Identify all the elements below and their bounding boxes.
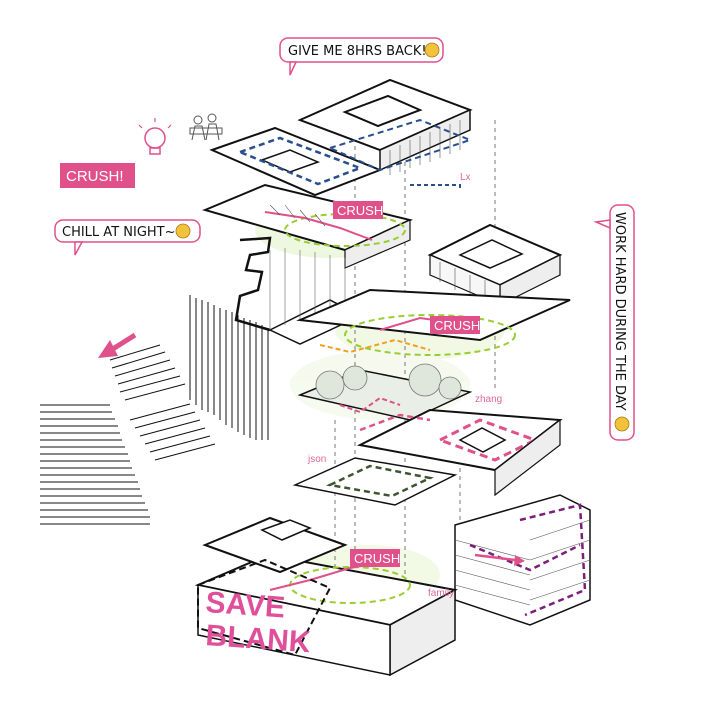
bubble-chill-at-night: CHILL AT NIGHT~ <box>54 219 201 256</box>
courtyard-level <box>297 363 473 421</box>
bubble-work-hard: WORK HARD DURING THE DAY <box>593 204 635 441</box>
bubble-text-top: GIVE ME 8HRS BACK!!! <box>288 44 437 59</box>
floor-pink-loop <box>356 408 563 497</box>
crush-tag-1-label: CRUSH <box>337 203 383 218</box>
hatched-plane-diagonal <box>109 344 216 461</box>
save-blank-line2: BLANK <box>205 619 312 659</box>
floor-dark-loop <box>292 457 458 506</box>
crush-tag-3: CRUSH <box>350 549 400 567</box>
crush-tag-2-label: CRUSH <box>434 318 480 333</box>
crush-tag-3-label: CRUSH <box>354 551 400 566</box>
bubble-text-night: CHILL AT NIGHT~ <box>62 225 176 240</box>
label-family: family <box>428 588 454 599</box>
roof-slab <box>297 78 473 175</box>
floor-crush-1 <box>201 183 414 269</box>
bubble-give-me-8hrs: GIVE ME 8HRS BACK!!! <box>279 37 444 76</box>
label-lx: Lx <box>460 172 471 183</box>
save-blank-line1: SAVE <box>205 586 287 624</box>
hatched-plane-left <box>40 404 150 525</box>
upper-floor-slab <box>209 118 473 197</box>
right-tower <box>454 494 591 626</box>
ground-floor <box>194 553 458 677</box>
emoji-icon <box>614 416 630 432</box>
bubble-text-day: WORK HARD DURING THE DAY <box>612 212 627 411</box>
save-blank-box: SAVE BLANK <box>197 558 332 659</box>
label-zhang: zhang <box>475 394 502 405</box>
crush-main-tag: CRUSH! <box>60 163 135 188</box>
emoji-icon <box>175 223 191 239</box>
lightbulb-icon <box>138 118 172 155</box>
crush-tag-1: CRUSH <box>333 201 383 219</box>
right-upper-block <box>427 223 563 306</box>
label-json: json <box>307 454 326 465</box>
crush-tag-2: CRUSH <box>430 316 480 334</box>
vertical-screen <box>189 295 269 440</box>
vertical-guide-lines <box>334 120 496 620</box>
emoji-icon <box>424 42 440 58</box>
pink-arrow-icon <box>98 332 137 358</box>
people-sketch-icon <box>189 113 223 141</box>
crush-main-label: CRUSH! <box>66 168 124 185</box>
floor-crush-2 <box>296 288 571 356</box>
